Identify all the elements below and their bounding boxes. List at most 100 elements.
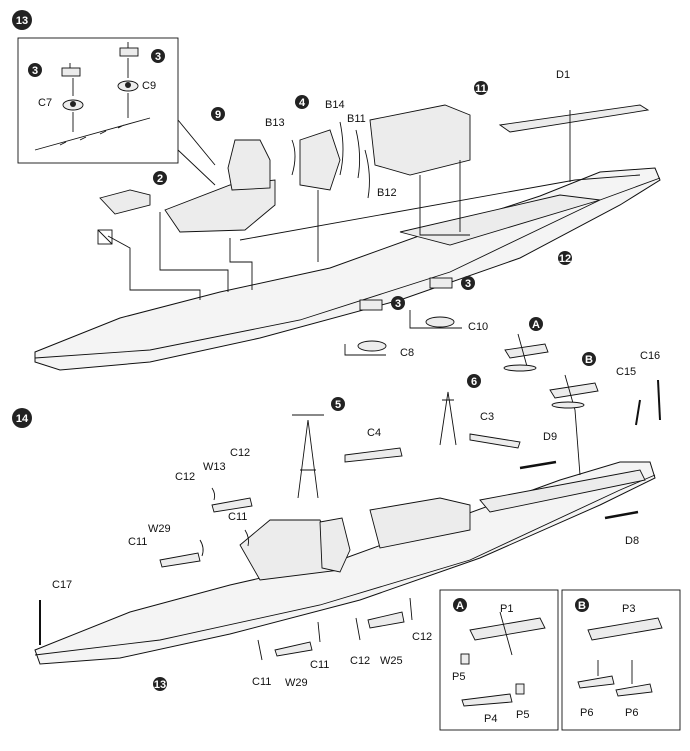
deck-detail <box>34 117 151 151</box>
part-p4 <box>461 693 513 707</box>
part-p5-left <box>460 653 470 665</box>
label-c12-left: C12 <box>175 471 195 483</box>
svg-text:14: 14 <box>16 413 29 425</box>
label-p5-left: P5 <box>452 671 465 683</box>
label-c16: C16 <box>640 350 660 362</box>
callout-6-icon <box>467 374 481 388</box>
label-p6-right: P6 <box>625 707 638 719</box>
part-p6-right <box>615 683 653 697</box>
part-c3-crane <box>469 433 521 449</box>
callout-a-icon <box>529 317 543 331</box>
label-c8: C8 <box>400 347 414 359</box>
svg-text:13: 13 <box>154 679 166 691</box>
funnel <box>319 517 351 573</box>
part-9-bridge <box>164 179 276 233</box>
svg-text:5: 5 <box>335 399 341 411</box>
part-p6-left <box>577 675 615 689</box>
part-5-mast <box>292 414 324 499</box>
svg-text:12: 12 <box>559 253 571 265</box>
label-w29-bottom: W29 <box>285 677 308 689</box>
callout-3-icon <box>151 49 165 63</box>
callout-3-icon <box>461 276 475 290</box>
label-b12: B12 <box>377 187 397 199</box>
label-c12-bottom: C12 <box>350 655 370 667</box>
callout-5-icon <box>331 397 345 411</box>
part-c16 <box>657 379 661 421</box>
part-2-turret <box>99 189 151 215</box>
svg-text:9: 9 <box>215 109 221 121</box>
part-c15 <box>635 399 641 426</box>
part-c9 <box>117 42 139 118</box>
label-w25: W25 <box>380 655 403 667</box>
label-p3: P3 <box>622 603 635 615</box>
part-b12 <box>364 149 370 199</box>
aft-superstructure <box>369 497 471 549</box>
label-p1: P1 <box>500 603 513 615</box>
part-w25-boat <box>367 611 405 629</box>
part-w13-boat <box>211 497 253 513</box>
part-d8 <box>604 510 639 520</box>
part-w29-boat <box>159 552 201 568</box>
part-6-mast <box>439 391 457 446</box>
inset-seaplane-a: A P1 P5 P4 P5 <box>439 589 559 731</box>
svg-text:4: 4 <box>299 97 306 109</box>
svg-text:2: 2 <box>157 173 163 185</box>
step-14: 14 5 6 C4 C3 A <box>12 317 661 691</box>
label-p5-right: P5 <box>516 709 529 721</box>
label-w29-left: W29 <box>148 523 171 535</box>
label-d8: D8 <box>625 535 639 547</box>
label-d9: D9 <box>543 431 557 443</box>
label-b13: B13 <box>265 117 285 129</box>
part-c10 <box>409 277 462 329</box>
callout-2-icon <box>153 171 167 185</box>
callout-9-icon <box>211 107 225 121</box>
part-b14 <box>339 121 344 176</box>
svg-text:3: 3 <box>395 298 401 310</box>
remove-mark-icon <box>97 229 113 245</box>
callout-4-icon <box>295 95 309 109</box>
label-c4: C4 <box>367 427 381 439</box>
svg-text:A: A <box>456 600 464 612</box>
part-p5-right <box>515 683 525 695</box>
part-c7 <box>61 63 84 132</box>
part-w29-boat-lower <box>274 641 313 657</box>
callout-3-icon <box>28 63 42 77</box>
part-4-funnel <box>299 129 341 191</box>
callout-b-icon <box>575 598 589 612</box>
step-13-number: 13 <box>16 15 28 27</box>
step-14-badge <box>12 408 32 428</box>
deck-grid <box>399 194 601 246</box>
part-d9 <box>519 460 557 470</box>
callout-3-icon <box>391 296 405 310</box>
label-c17: C17 <box>52 579 72 591</box>
callout-13-icon <box>153 677 167 691</box>
svg-text:B: B <box>578 600 586 612</box>
label-d1: D1 <box>556 69 570 81</box>
part-p1 <box>469 617 546 641</box>
inset-seaplane-b: B P3 P6 P6 <box>561 589 681 731</box>
label-c9: C9 <box>142 80 156 92</box>
svg-text:6: 6 <box>471 376 477 388</box>
svg-text:11: 11 <box>475 83 487 95</box>
callout-a-icon <box>453 598 467 612</box>
svg-text:A: A <box>532 319 540 331</box>
callout-11-icon <box>474 81 488 95</box>
callout-b-icon <box>582 352 596 366</box>
step-13-badge <box>12 10 32 30</box>
label-b11: B11 <box>347 113 366 125</box>
part-c4-crane <box>344 447 403 463</box>
label-p4: P4 <box>484 713 497 725</box>
label-c11-bottom: C11 <box>252 676 271 688</box>
label-c7: C7 <box>38 97 52 109</box>
svg-text:3: 3 <box>155 51 161 63</box>
part-11-superstructure <box>369 104 471 176</box>
part-p3 <box>587 617 663 641</box>
svg-text:3: 3 <box>32 65 38 77</box>
svg-text:3: 3 <box>465 278 471 290</box>
label-c11-bottom-right: C11 <box>310 659 329 671</box>
label-b14: B14 <box>325 99 345 111</box>
label-p6-left: P6 <box>580 707 593 719</box>
part-c8 <box>344 299 387 356</box>
